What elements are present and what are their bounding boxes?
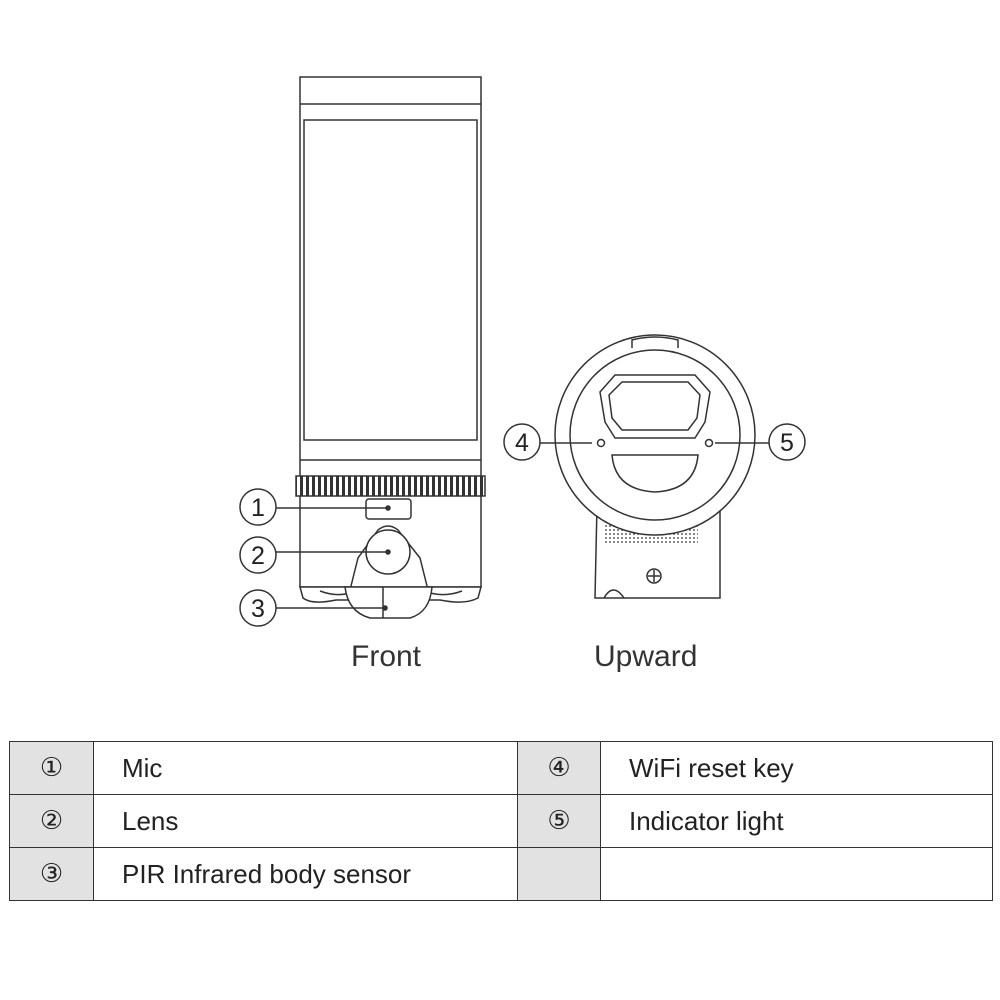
upward-view-label: Upward [594,640,698,673]
callout-3: 3 [251,595,265,623]
pir-dome [344,586,433,619]
legend-label: Mic [93,741,518,795]
legend-num: ① [9,741,94,795]
legend-row: ① Mic ④ WiFi reset key [9,741,993,795]
legend-num: ③ [9,847,94,901]
upward-callouts [503,423,806,461]
ridged-ring [295,475,486,497]
callout-4-circle [503,423,541,461]
callout-5-circle [768,423,806,461]
camera-top-inner [569,349,741,521]
indicator-light-dot [704,438,714,448]
legend-label: Lens [93,794,518,848]
front-view-label: Front [351,640,422,673]
legend-empty-cell [517,847,601,901]
front-callouts [239,488,386,627]
callout-5: 5 [780,429,794,457]
legend-label: Indicator light [600,794,993,848]
legend-label: WiFi reset key [600,741,993,795]
legend-num: ④ [517,741,601,795]
lower-window [611,454,699,493]
camera-diagram: 1 2 3 4 5 [239,76,806,627]
reset-key-hole [596,438,606,448]
upper-window [599,374,711,439]
front-view [295,76,486,619]
legend-label: PIR Infrared body sensor [93,847,518,901]
legend-num: ② [9,794,94,848]
callout-1: 1 [251,494,265,522]
legend-table: ① Mic ④ WiFi reset key ② Lens ⑤ Indicato… [9,741,993,901]
legend-row: ③ PIR Infrared body sensor [9,847,993,901]
callout-4: 4 [515,429,529,457]
callout-2-circle [239,536,277,574]
callout-2: 2 [251,542,265,570]
solar-panel [303,119,478,441]
legend-row: ② Lens ⑤ Indicator light [9,794,993,848]
callout-1-circle [239,488,277,526]
legend-empty-cell [600,847,993,901]
legend-num: ⑤ [517,794,601,848]
upward-view [554,334,756,599]
